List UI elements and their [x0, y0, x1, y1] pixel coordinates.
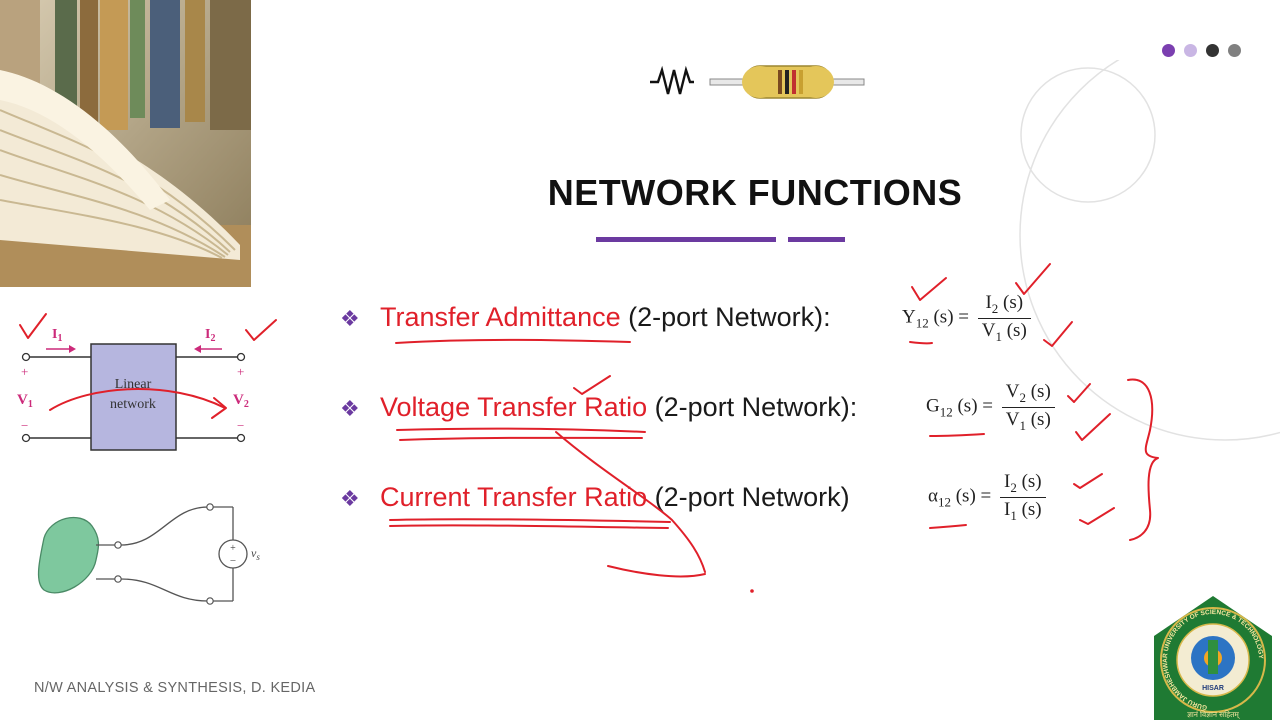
bullet-rest: (2-port Network): — [620, 302, 831, 332]
slide-title: NETWORK FUNCTIONS — [547, 172, 963, 213]
book-image — [0, 0, 251, 287]
pager-dot — [1162, 44, 1175, 57]
bullet-current-transfer-ratio: ❖ Current Transfer Ratio (2-port Network) — [340, 477, 850, 517]
network-blob-icon — [37, 516, 100, 594]
title-underline-long — [596, 237, 776, 242]
voltage-source-icon — [218, 539, 248, 569]
box-label-line1: Linear — [115, 377, 152, 392]
title-underline-short — [788, 237, 845, 242]
formula-current-transfer-ratio: α12 (s) = I2 (s) I1 (s) — [928, 471, 1046, 524]
box-label-line2: network — [110, 397, 156, 412]
diamond-bullet-icon: ❖ — [340, 486, 360, 511]
logo-motto: ज्ञानं विज्ञान सहितम् — [1187, 710, 1240, 719]
svg-text:−: − — [230, 555, 236, 567]
bullet-voltage-transfer-ratio: ❖ Voltage Transfer Ratio (2-port Network)… — [340, 387, 857, 427]
pager-dot — [1206, 44, 1219, 57]
resistor-icon — [650, 65, 865, 99]
source-label: vs — [251, 546, 260, 562]
v1-label: V1 — [17, 392, 33, 410]
bullet-term: Voltage Transfer Ratio — [380, 392, 648, 422]
formula-transfer-admittance: Y12 (s) = I2 (s) V1 (s) — [902, 292, 1031, 345]
diamond-bullet-icon: ❖ — [340, 306, 360, 331]
decorative-circles — [1019, 60, 1280, 441]
logo-city: HISAR — [1202, 685, 1224, 692]
bullet-rest: (2-port Network): — [647, 392, 858, 422]
pager-dot — [1228, 44, 1241, 57]
slide-footer: N/W ANALYSIS & SYNTHESIS, D. KEDIA — [34, 680, 316, 696]
bullet-term: Current Transfer Ratio — [380, 482, 648, 512]
svg-text:+: + — [237, 364, 244, 379]
diamond-bullet-icon: ❖ — [340, 396, 360, 421]
bullet-term: Transfer Admittance — [380, 302, 621, 332]
formula-voltage-transfer-ratio: G12 (s) = V2 (s) V1 (s) — [926, 381, 1055, 434]
pager-dot — [1184, 44, 1197, 57]
two-port-network-diagram: Linear network I1 I2 + V1 − + V2 − — [17, 327, 249, 451]
svg-text:+: + — [230, 543, 236, 554]
i2-label: I2 — [205, 327, 215, 344]
bullet-transfer-admittance: ❖ Transfer Admittance (2-port Network): — [340, 297, 831, 337]
svg-text:+: + — [21, 364, 28, 379]
bullet-rest: (2-port Network) — [647, 482, 850, 512]
source-circuit-diagram: + − vs — [37, 503, 260, 605]
svg-text:−: − — [21, 418, 28, 433]
university-logo: GURU JAMBHESHWAR UNIVERSITY OF SCIENCE &… — [1154, 596, 1272, 720]
svg-text:−: − — [237, 418, 244, 433]
i1-label: I1 — [52, 327, 62, 344]
v2-label: V2 — [233, 392, 249, 410]
